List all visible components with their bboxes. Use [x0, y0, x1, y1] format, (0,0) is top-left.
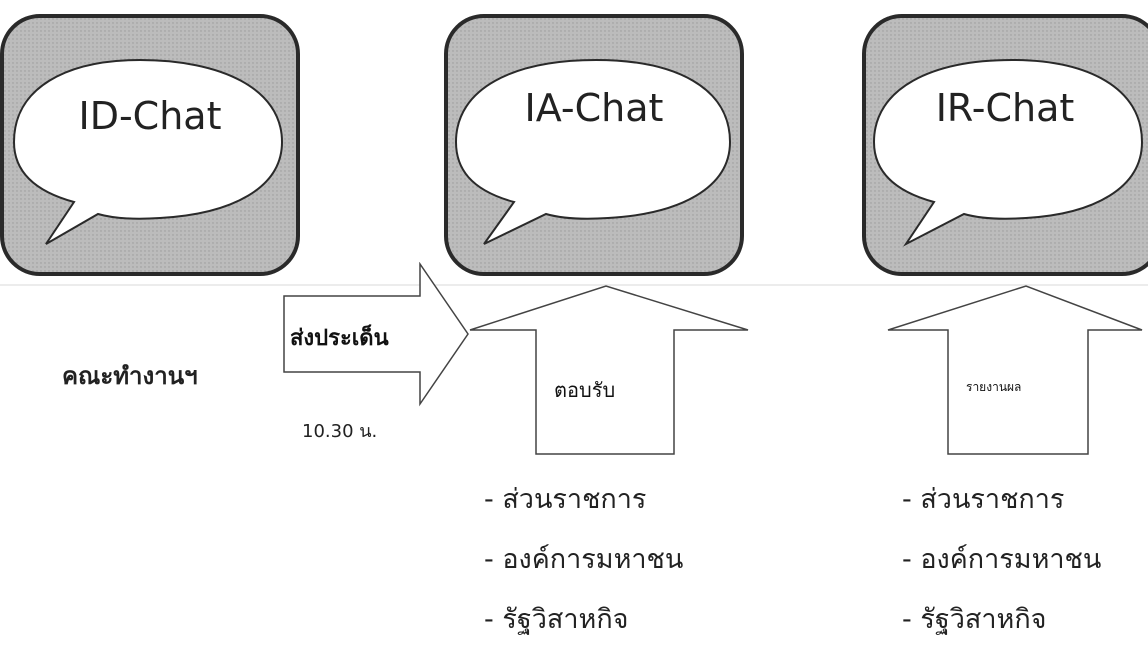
list-item: - ส่วนราชการ	[484, 484, 647, 515]
list-item: - ส่วนราชการ	[902, 484, 1065, 515]
ir-org-list: - ส่วนราชการ - องค์การมหาชน - รัฐวิสาหกิ…	[902, 470, 1101, 650]
list-item: - รัฐวิสาหกิจ	[484, 604, 629, 635]
ia-chat-label: IA-Chat	[524, 86, 664, 130]
list-item: - รัฐวิสาหกิจ	[902, 604, 1047, 635]
list-item: - องค์การมหาชน	[484, 544, 684, 575]
id-chat-icon: ID-Chat	[0, 14, 300, 276]
report-label: รายงานผล	[966, 380, 1022, 394]
accept-label: ตอบรับ	[554, 378, 616, 402]
report-arrow	[887, 285, 1143, 455]
send-issue-arrow	[283, 262, 469, 407]
ir-chat-icon: IR-Chat	[862, 14, 1148, 276]
list-item: - องค์การมหาชน	[902, 544, 1102, 575]
working-group-label: คณะทำงานฯ	[62, 362, 198, 390]
ir-chat-label: IR-Chat	[935, 86, 1075, 130]
id-chat-label: ID-Chat	[78, 94, 222, 138]
time-label: 10.30 น.	[302, 421, 378, 442]
accept-arrow	[469, 285, 749, 455]
send-issue-label: ส่งประเด็น	[290, 326, 389, 351]
ia-chat-icon: IA-Chat	[444, 14, 744, 276]
ia-org-list: - ส่วนราชการ - องค์การมหาชน - รัฐวิสาหกิ…	[484, 470, 683, 650]
divider-line	[0, 284, 1148, 286]
